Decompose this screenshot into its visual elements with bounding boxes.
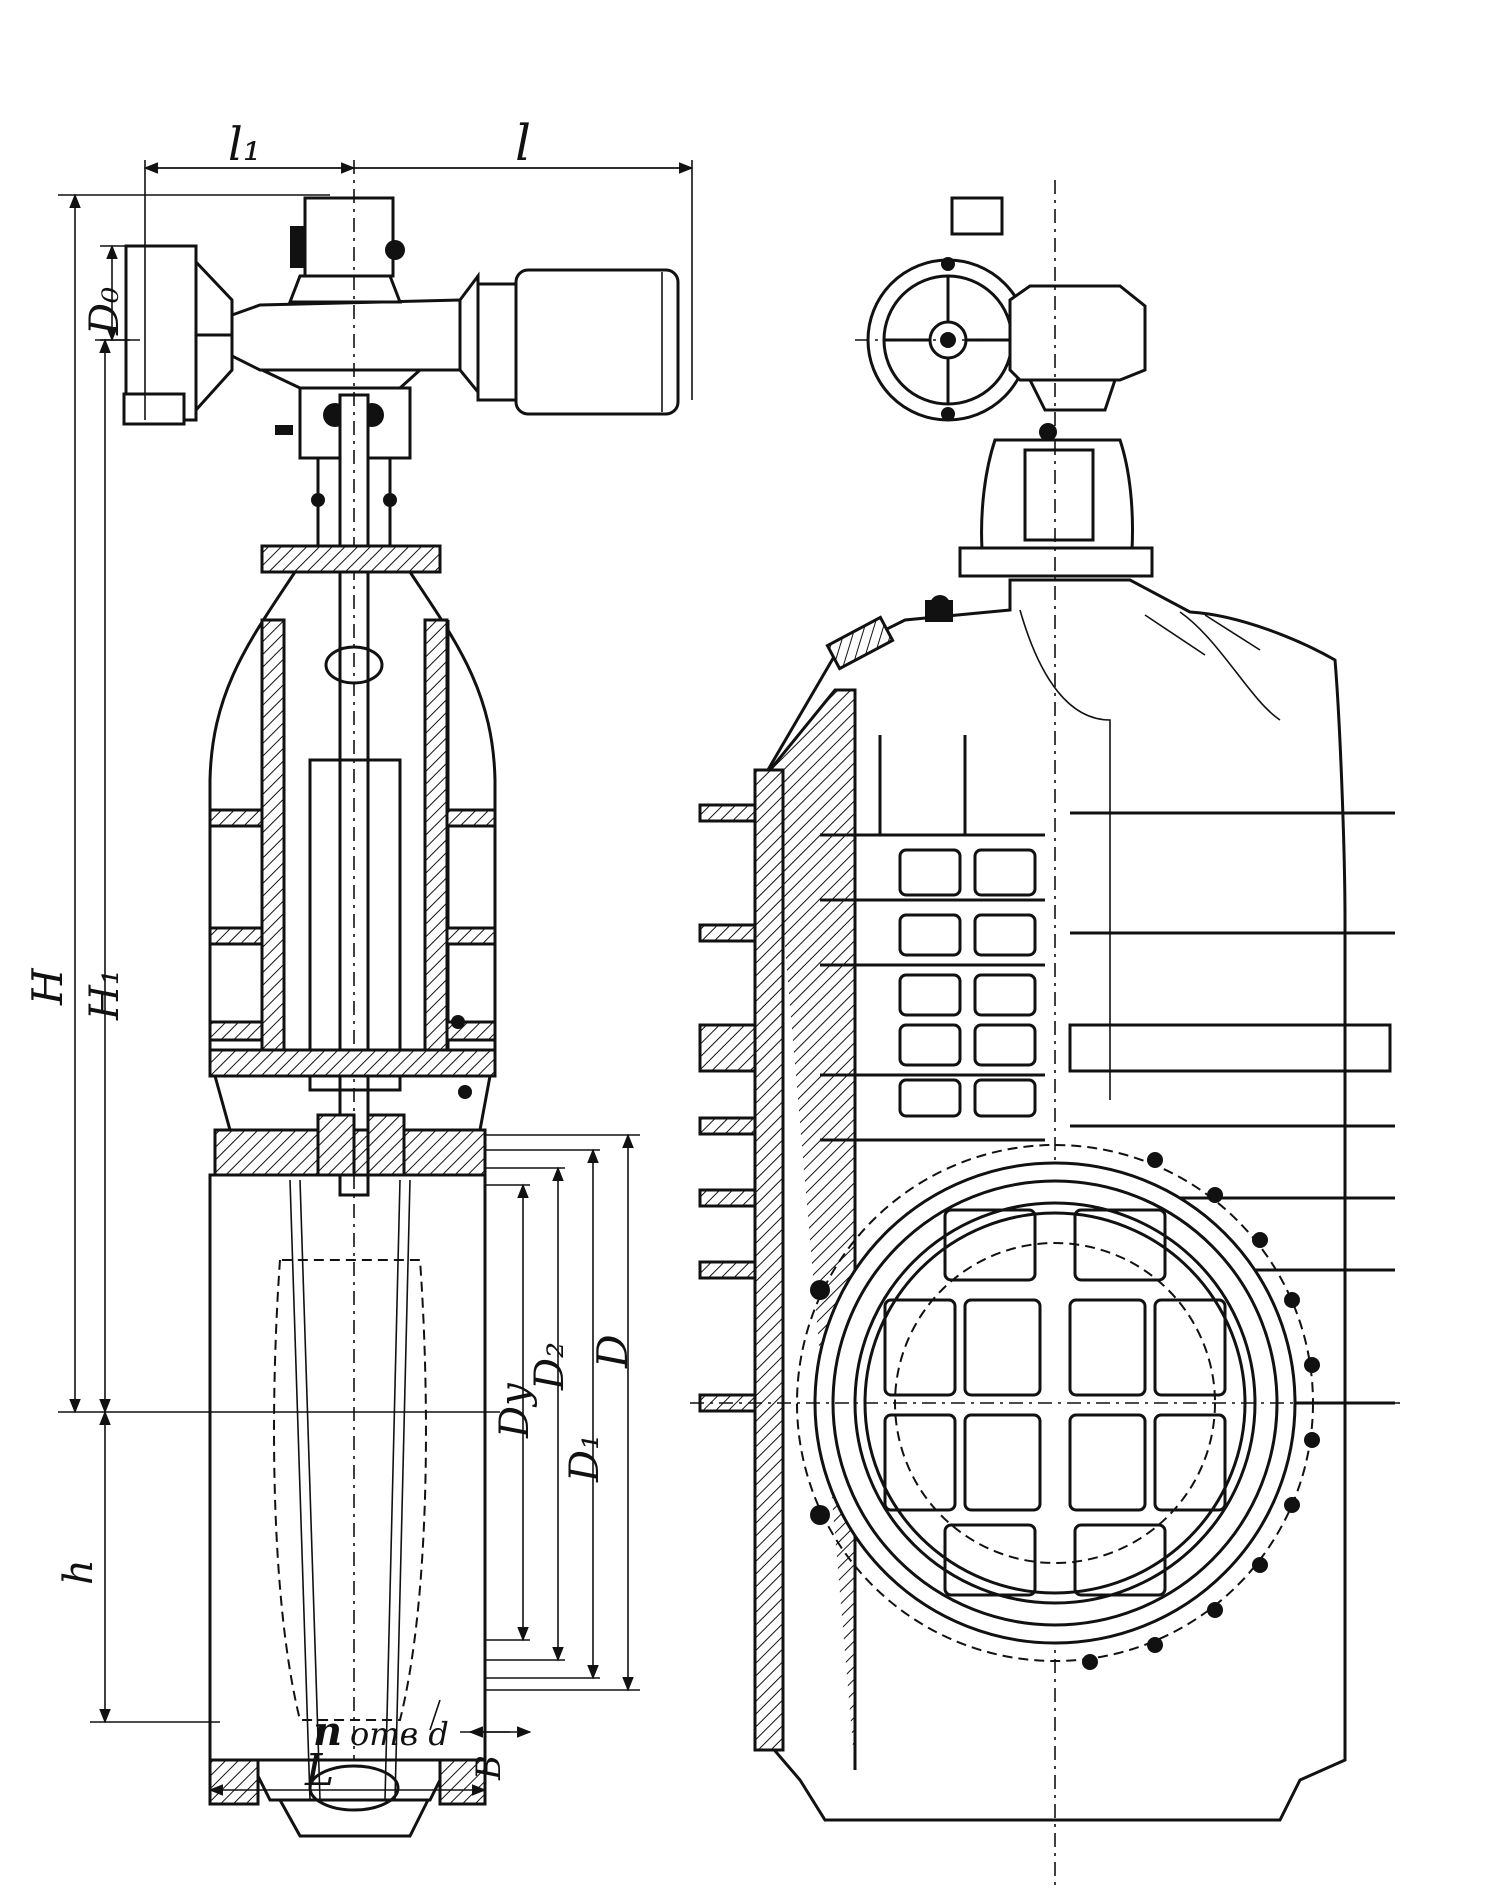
dim-H-label: H [23,967,72,1006]
dim-l-label: l [515,114,531,172]
bonnet-flange [260,544,442,574]
stem-yoke [275,160,412,1760]
dim-H1-label: H₁ [82,969,128,1021]
side-casing [753,578,1347,1822]
dim-B-label: B [469,1755,509,1781]
dim-h-label: h [56,1559,102,1585]
dim-D2-label: D₂ [527,1342,573,1391]
dim-D-label: D [588,1334,637,1369]
dim-holes-label: отв d [350,1715,449,1753]
dim-Dy-label: Dy [492,1382,538,1439]
dim-L-label: L [304,1745,334,1796]
dim-D0-label: D₀ [82,287,128,336]
handwheel-side [122,244,256,426]
internal-grid [820,735,1045,1142]
pipe-port [690,1144,1400,1670]
rib-flanges-left [208,808,264,1042]
port-grid [883,1208,1227,1597]
flange-bolts [810,1152,1320,1670]
dim-D1-label: D₁ [562,1434,608,1483]
rib-flanges-right [445,808,497,1042]
electric-motor [458,268,680,416]
front-section-view: l₁ l D₀ H H₁ h Dy D₂ D D₁ n отв d L B [23,114,694,1838]
body-flange [208,1048,497,1177]
dim-l1-label: l₁ [228,117,261,171]
dimension-lines-front [58,160,694,1805]
dim-n-label: n [313,1708,342,1755]
side-view [690,180,1400,1895]
gearbox [230,196,480,390]
